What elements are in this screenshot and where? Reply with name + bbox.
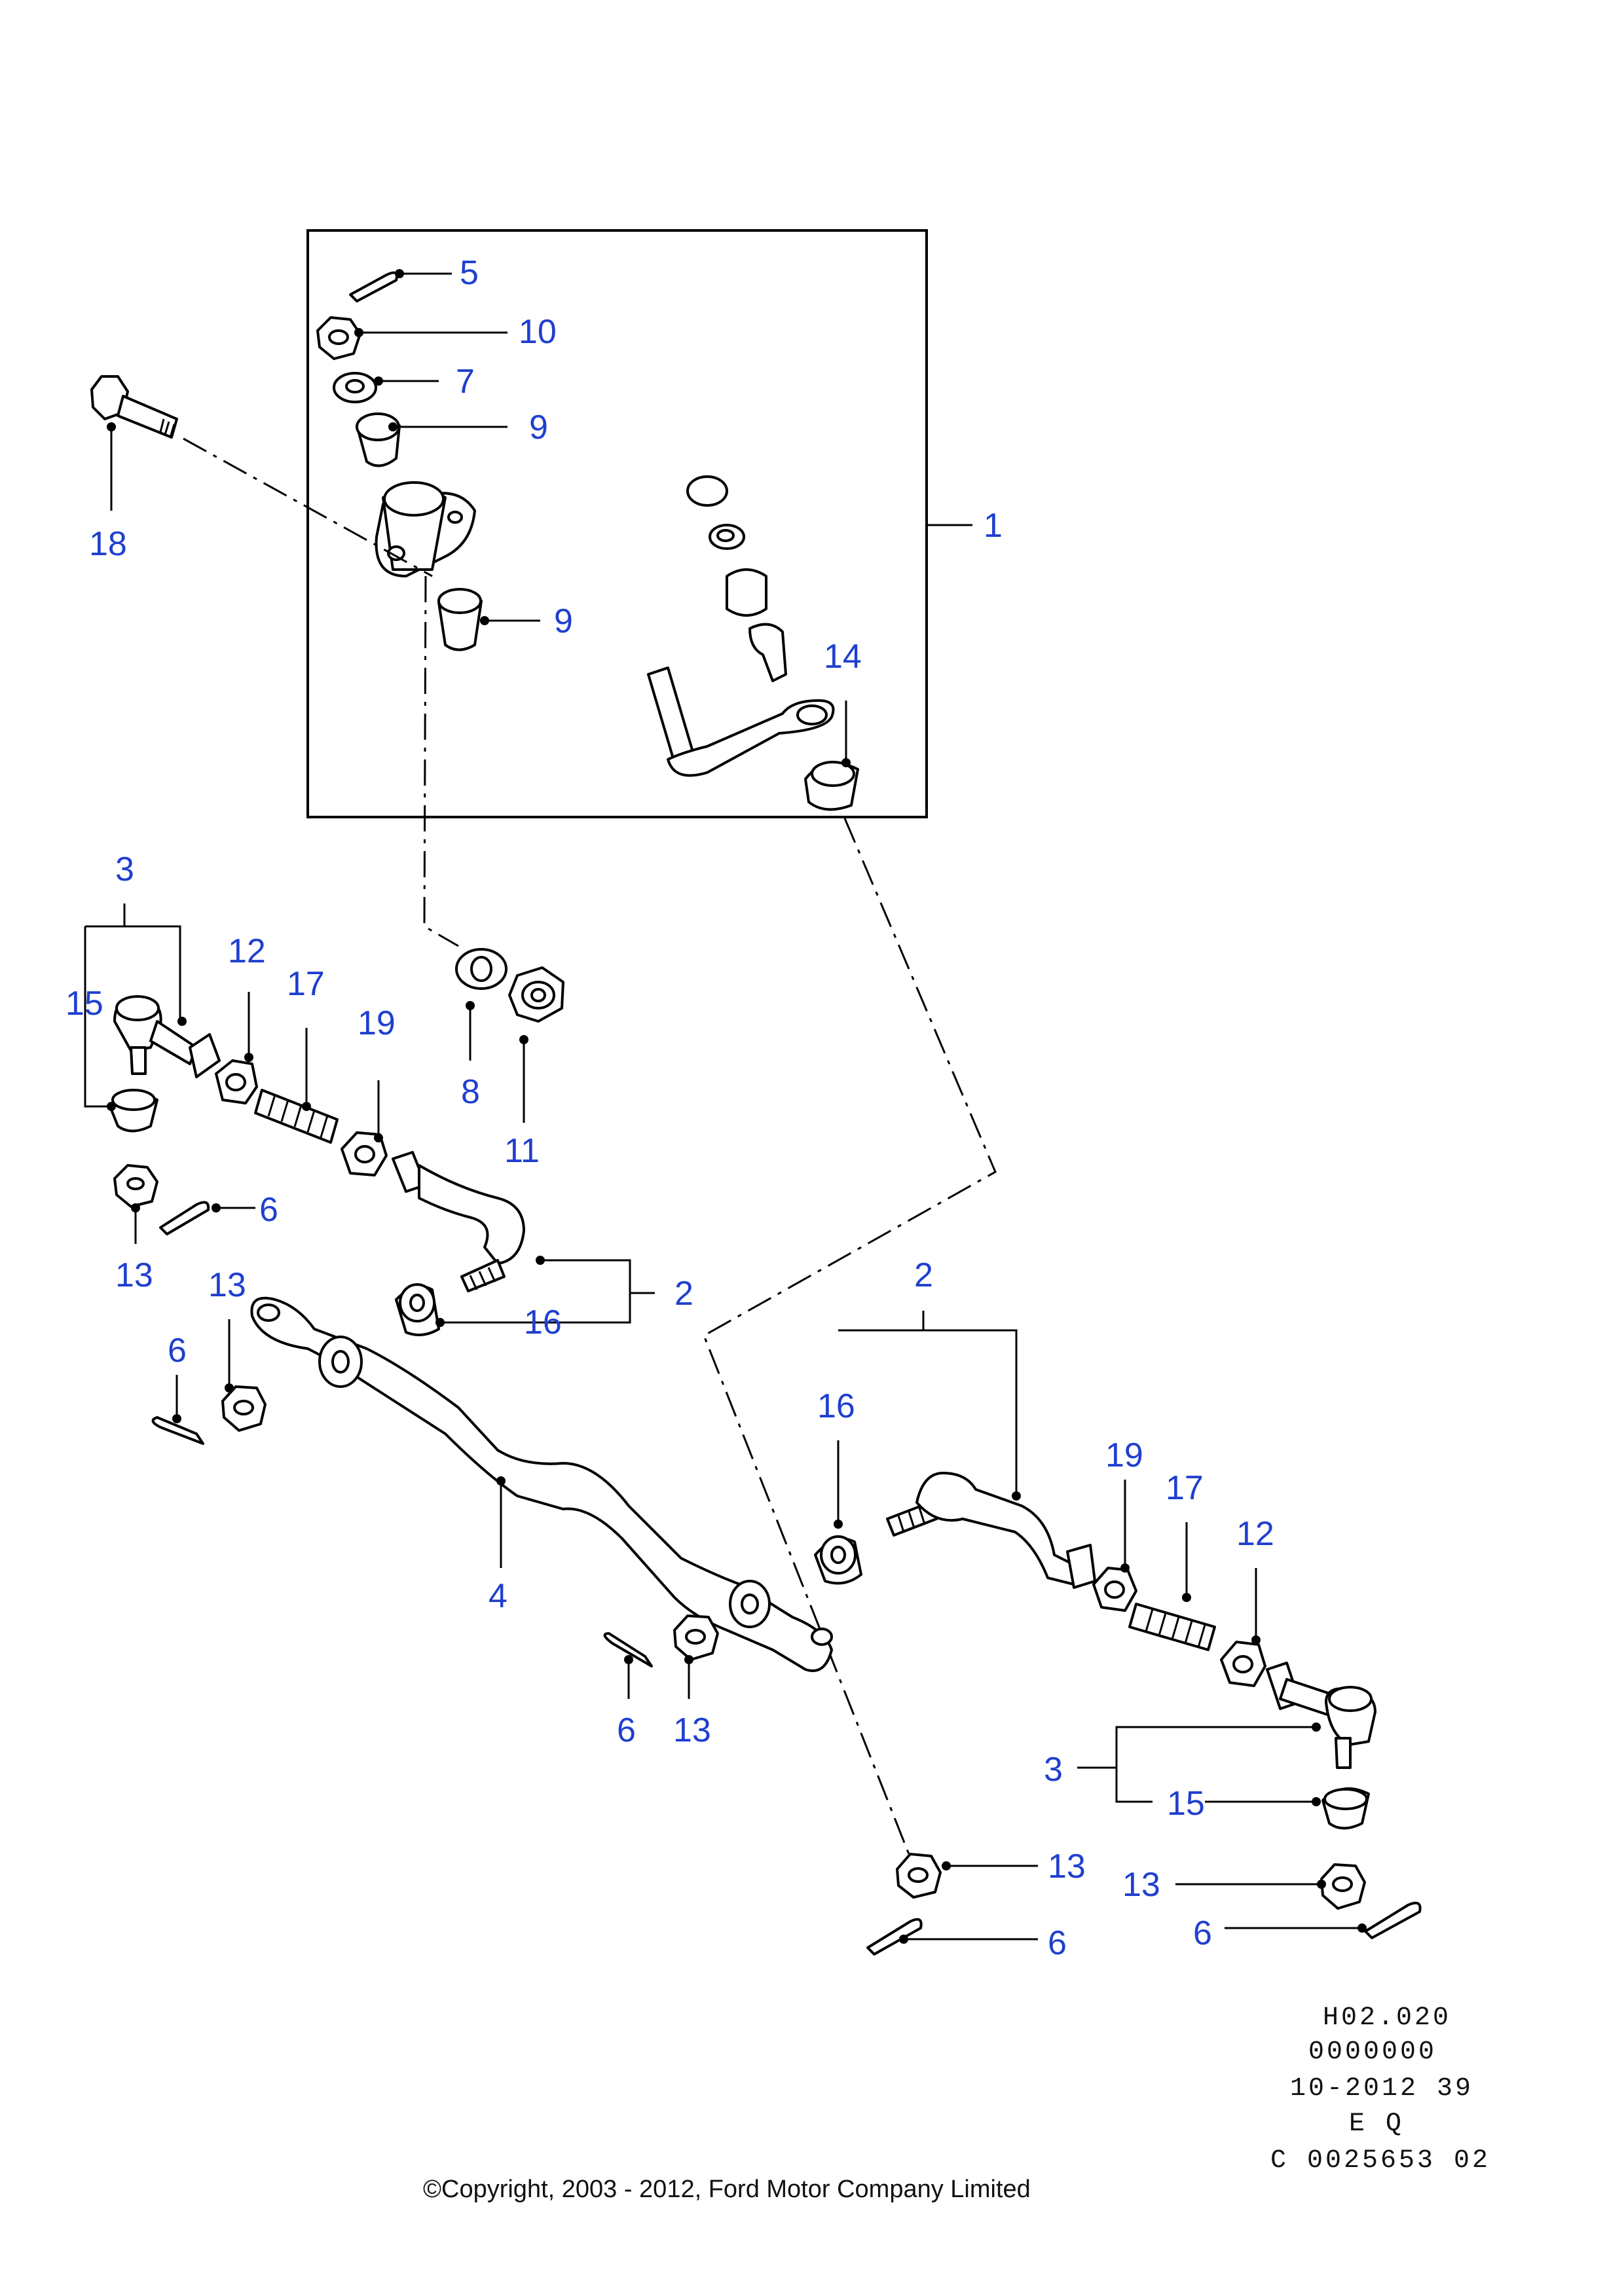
boot-15-right-icon — [1321, 1787, 1370, 1830]
callout-1: 1 — [984, 507, 1003, 545]
callout-11: 11 — [504, 1132, 540, 1170]
code-line-2: 0000000 — [1308, 2037, 1437, 2067]
callout-13-right: 13 — [1122, 1866, 1160, 1904]
bushing-16-right-icon — [814, 1535, 862, 1585]
reference-codes: H02.020 0000000 10-2012 39 E Q C 0025653… — [1270, 2003, 1490, 2176]
callout-3-right: 3 — [1044, 1751, 1063, 1789]
centerline-bolt18 — [183, 437, 433, 577]
callout-9-lower: 9 — [554, 602, 573, 640]
callout-13-left: 13 — [115, 1256, 153, 1294]
callout-19-left: 19 — [358, 1004, 396, 1042]
callout-2-left: 2 — [674, 1275, 693, 1313]
callout-5: 5 — [460, 254, 479, 292]
nut-12-right-icon — [1220, 1641, 1266, 1687]
centerline-bracket — [423, 575, 459, 947]
callout-18: 18 — [89, 525, 127, 563]
assembly-1-box — [306, 229, 928, 818]
castle-nut-13-center-left-icon — [221, 1385, 267, 1432]
cotter-pin-6-left-icon — [159, 1201, 210, 1235]
castle-nut-13-right-icon — [1320, 1863, 1366, 1910]
cotter-pin-6-right-icon — [1364, 1901, 1422, 1939]
callout-labels: 5 10 7 9 9 18 1 14 3 15 12 17 19 8 11 6 … — [65, 254, 1274, 1962]
castle-nut-13-center-icon — [673, 1614, 719, 1661]
callout-12-right: 12 — [1236, 1515, 1274, 1553]
callout-15-left: 15 — [65, 985, 103, 1023]
callout-6-bottom-center: 6 — [1048, 1924, 1067, 1962]
callout-13-bottom-center: 13 — [1048, 1848, 1086, 1886]
callout-6-right: 6 — [1193, 1914, 1212, 1952]
callout-17-right: 17 — [1166, 1469, 1204, 1507]
callout-14: 14 — [824, 638, 862, 676]
copyright-notice: ©Copyright, 2003 - 2012, Ford Motor Comp… — [423, 2176, 1031, 2203]
pitman-arm-icon — [647, 666, 835, 777]
callout-9-upper: 9 — [529, 409, 548, 446]
washer-7-icon — [333, 372, 377, 403]
callout-6-left: 6 — [259, 1191, 278, 1229]
callout-19-right: 19 — [1105, 1436, 1143, 1474]
adjuster-bolt-17-left-icon — [254, 1089, 339, 1144]
idler-arm-parts-icon — [686, 475, 787, 682]
castle-nut-10-icon — [316, 316, 361, 360]
callout-13-center-left: 13 — [208, 1266, 246, 1304]
code-line-4: E Q — [1349, 2109, 1404, 2139]
callout-7: 7 — [456, 363, 475, 401]
code-line-5: C 0025653 02 — [1270, 2146, 1490, 2176]
callout-13-center: 13 — [673, 1711, 711, 1749]
bushing-9-lower-icon — [437, 588, 483, 651]
code-line-1: H02.020 — [1323, 2003, 1451, 2033]
callout-12-left: 12 — [228, 932, 266, 970]
cotter-pin-6-center-left-icon — [151, 1416, 204, 1445]
washer-8-icon — [455, 948, 507, 990]
tie-rod-end-3-right-icon — [1266, 1662, 1376, 1769]
tie-rod-end-3-left-icon — [113, 995, 221, 1078]
sleeve-2-right-icon — [886, 1472, 1096, 1589]
callout-17-left: 17 — [287, 965, 325, 1003]
callout-8: 8 — [461, 1073, 480, 1111]
castle-nut-13-bottom-center-icon — [896, 1853, 942, 1899]
center-link-4-icon — [250, 1296, 833, 1672]
idler-bracket-icon — [375, 481, 476, 577]
callout-6-center: 6 — [617, 1711, 636, 1749]
centerline-pitman — [703, 818, 997, 1867]
callout-2-right: 2 — [914, 1256, 933, 1294]
nut-19-left-icon — [341, 1131, 388, 1176]
callout-10: 10 — [519, 313, 557, 351]
nut-12-left-icon — [215, 1059, 258, 1104]
code-line-3: 10-2012 39 — [1290, 2074, 1473, 2104]
callout-16-left: 16 — [524, 1303, 562, 1341]
bushing-16-left-icon — [395, 1283, 440, 1336]
callout-16-right: 16 — [817, 1387, 855, 1425]
bolt-18-icon — [90, 375, 178, 439]
castle-nut-13-left-icon — [113, 1164, 158, 1208]
nut-11-icon — [508, 966, 564, 1023]
cotter-pin-6-bottom-center-icon — [866, 1918, 923, 1956]
cotter-pin-6-center-icon — [603, 1632, 653, 1667]
leader-lines — [84, 269, 1367, 1944]
bushing-9-upper-icon — [356, 412, 401, 467]
nut-19-right-icon — [1092, 1567, 1137, 1612]
callout-15-right: 15 — [1167, 1785, 1205, 1823]
grommet-14-icon — [804, 761, 859, 811]
adjuster-bolt-17-right-icon — [1128, 1603, 1216, 1651]
cotter-pin-5-icon — [349, 271, 398, 302]
boot-15-left-icon — [109, 1089, 158, 1133]
callout-3-left: 3 — [115, 850, 134, 888]
callout-6-center-left: 6 — [168, 1332, 187, 1370]
sleeve-2-left-icon — [392, 1151, 525, 1292]
callout-4: 4 — [489, 1577, 507, 1615]
